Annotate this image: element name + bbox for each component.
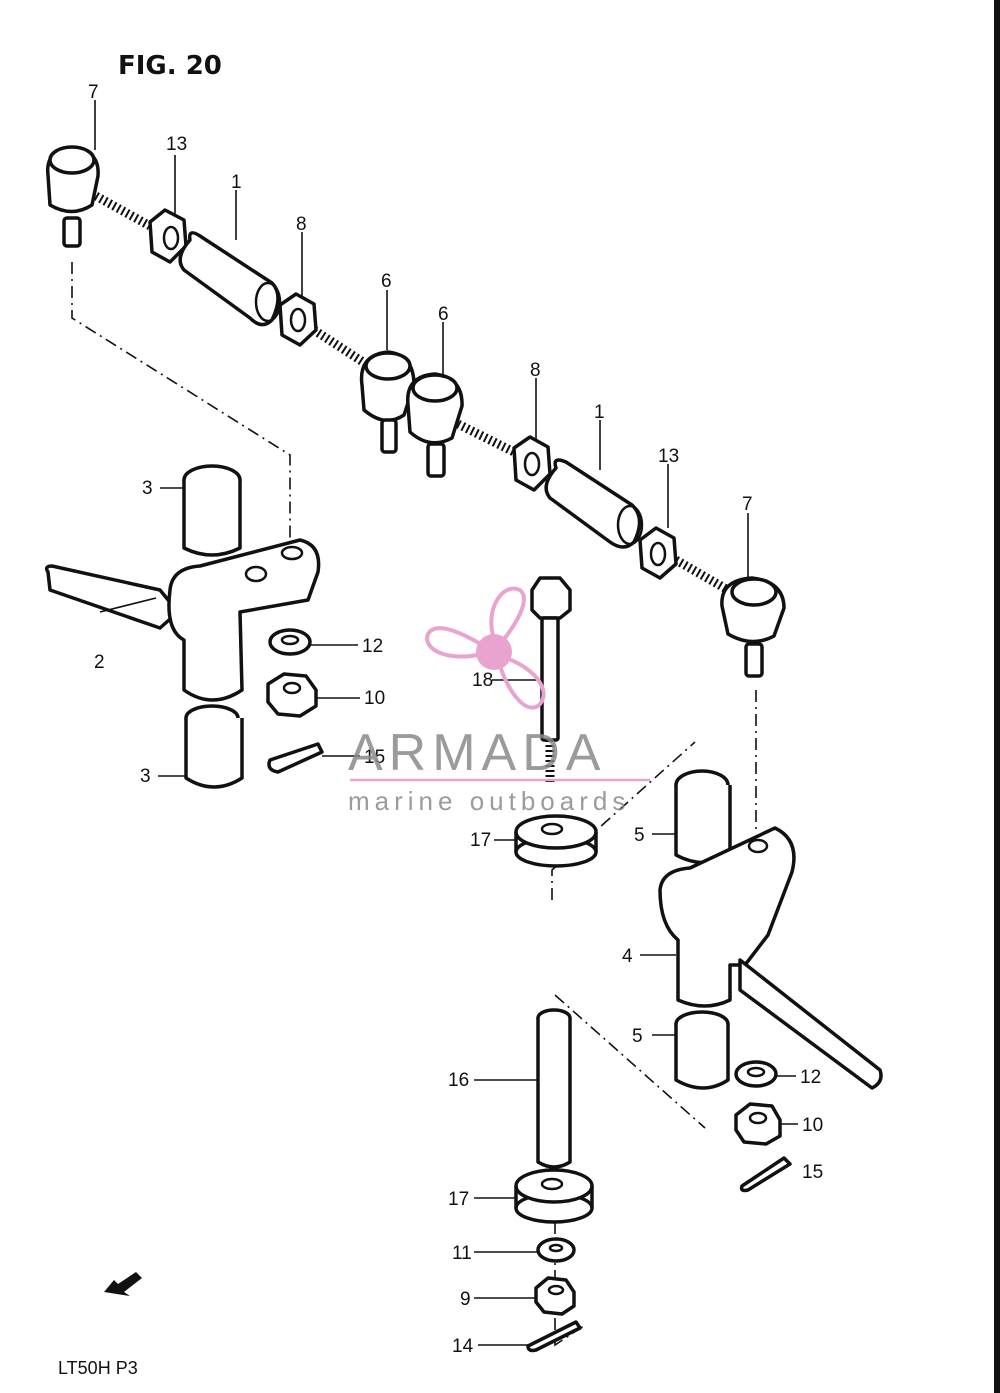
nut-lower [534, 1276, 576, 1316]
callout-16: 16 [448, 1070, 469, 1091]
callout-8: 8 [296, 214, 307, 235]
callout-15: 15 [802, 1162, 823, 1183]
adjuster-sleeve-right [544, 458, 644, 549]
callout-3: 3 [140, 766, 151, 787]
cotter-pin-left [267, 742, 324, 774]
callout-2: 2 [94, 652, 105, 673]
lock-washer-right [734, 1060, 778, 1088]
cotter-pin-lower [526, 1320, 582, 1353]
callout-5: 5 [632, 1026, 643, 1047]
callout-7: 7 [742, 494, 753, 515]
jam-nut-left [278, 292, 369, 368]
callout-10: 10 [802, 1115, 823, 1136]
page-edge-border [994, 0, 1000, 1393]
tie-rod-assembly [45, 145, 786, 678]
callout-1: 1 [231, 172, 242, 193]
callout-13: 13 [658, 446, 679, 467]
leader-lines [94, 100, 798, 1346]
cotter-pin-right [739, 1156, 792, 1193]
steering-knuckle-left [44, 464, 321, 789]
callout-12: 12 [800, 1067, 821, 1088]
callout-1: 1 [594, 402, 605, 423]
pivot-bolt [530, 576, 572, 785]
watermark-tagline: marine outboards [348, 786, 630, 816]
brand-watermark: ARMADA marine outboards [348, 586, 650, 816]
callout-11: 11 [452, 1243, 472, 1264]
callout-12: 12 [362, 636, 383, 657]
callout-17: 17 [448, 1189, 469, 1210]
tie-rod-end-inner-b [406, 372, 517, 478]
jam-nut-right [512, 435, 552, 492]
tie-rod-end-left [45, 145, 153, 248]
callout-8: 8 [530, 360, 541, 381]
callout-9: 9 [460, 1289, 471, 1310]
flat-washer-lower [536, 1237, 576, 1263]
adjuster-sleeve-left [178, 231, 282, 327]
callout-3: 3 [142, 478, 153, 499]
assembly-line-kingpin-lower [554, 994, 706, 1129]
lock-washer-left [268, 628, 312, 656]
arrow-mark-icon [104, 1272, 142, 1296]
kingpin-shaft [536, 1008, 572, 1169]
assembly-line-kingpin-upper [551, 741, 696, 900]
model-code: LT50H P3 [58, 1358, 138, 1378]
callout-labels: 7 13 1 8 6 6 8 1 13 7 3 2 12 10 3 15 18 … [88, 82, 823, 1357]
castle-nut-right [734, 1102, 782, 1146]
figure-title: FIG. 20 [118, 51, 222, 81]
assembly-line-left [71, 262, 291, 540]
tie-rod-end-right [720, 576, 786, 678]
callout-13: 13 [166, 134, 187, 155]
spacer-washer-upper [514, 814, 598, 868]
watermark-brand: ARMADA [348, 724, 606, 782]
callout-10: 10 [364, 688, 385, 709]
callout-5: 5 [634, 825, 645, 846]
propeller-logo-icon [425, 586, 546, 710]
callout-15: 15 [364, 747, 385, 768]
spacer-washer-lower [514, 1168, 594, 1224]
callout-7: 7 [88, 82, 99, 103]
tie-rod-end-inner-a [359, 350, 416, 454]
callout-17: 17 [470, 830, 491, 851]
callout-4: 4 [622, 946, 633, 967]
callout-6: 6 [438, 304, 449, 325]
callout-6: 6 [381, 271, 392, 292]
lock-nut-right [638, 526, 731, 594]
castle-nut-left [266, 672, 318, 718]
callout-18: 18 [472, 670, 493, 691]
callout-14: 14 [452, 1336, 474, 1357]
steering-knuckle-right [658, 769, 883, 1090]
